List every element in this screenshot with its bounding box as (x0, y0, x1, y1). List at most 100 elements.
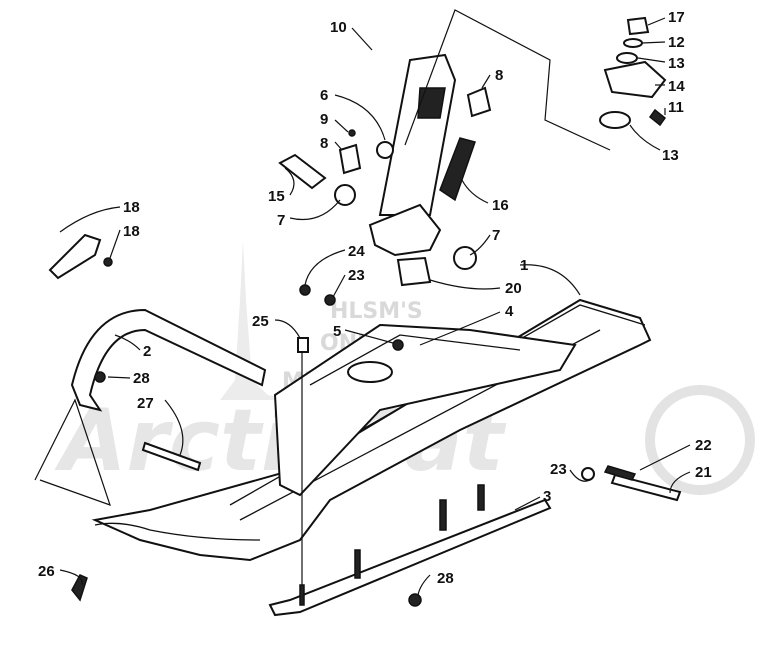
washer-23-right (581, 467, 595, 481)
callout-28a: 28 (133, 370, 150, 387)
callout-7a: 7 (277, 212, 285, 229)
washer-12 (623, 38, 643, 48)
callout-2: 2 (143, 343, 151, 360)
leader-24 (304, 249, 346, 286)
nut-24 (299, 284, 311, 296)
leader-6 (334, 94, 386, 141)
callout-4: 4 (505, 303, 514, 320)
washer-13-top (616, 52, 638, 64)
callout-21: 21 (695, 464, 712, 481)
leader-13-top (637, 57, 666, 63)
leader-1 (519, 264, 581, 296)
wear-bar-stud-1 (299, 584, 305, 606)
ski-loop-handle (70, 308, 267, 412)
callout-20: 20 (505, 280, 522, 297)
leader-3 (514, 496, 541, 511)
leader-16 (461, 179, 489, 204)
bushing-7-right (453, 246, 477, 270)
leader-8-top (481, 74, 491, 89)
leader-21 (669, 471, 691, 494)
nut-18 (103, 257, 113, 267)
callout-5: 5 (333, 323, 341, 340)
callout-11: 11 (668, 99, 684, 116)
bolt-27 (141, 441, 202, 472)
bolt-26 (71, 574, 88, 602)
steering-arm-14 (603, 60, 667, 99)
wear-bar-stud-4 (477, 484, 485, 511)
callout-18b: 18 (123, 223, 140, 240)
ski-tip-curve (94, 522, 261, 541)
callout-12: 12 (668, 34, 685, 51)
leader-2 (114, 334, 141, 351)
callout-10: 10 (330, 19, 347, 36)
leader-15 (284, 167, 295, 196)
leader-18b (109, 229, 121, 259)
callout-22: 22 (695, 437, 712, 454)
leader-22 (639, 444, 691, 471)
leader-10 (351, 27, 373, 51)
callout-26: 26 (38, 563, 55, 580)
spindle-assembly (48, 16, 682, 607)
callouts: 10 17 12 13 14 11 13 8 6 9 8 15 7 16 7 1… (38, 9, 712, 587)
assembly-outline (34, 9, 611, 506)
leader-23-right (569, 469, 591, 482)
leader-28-bottom (417, 574, 431, 596)
callout-16: 16 (492, 197, 509, 214)
callout-17: 17 (668, 9, 685, 26)
callout-25: 25 (252, 313, 269, 330)
leader-26 (59, 569, 83, 586)
bracket-18 (48, 233, 102, 280)
leader-25 (274, 319, 301, 339)
leader-8-left (334, 141, 343, 151)
bolt-21 (610, 473, 682, 502)
watermark-line1: HLSM'S (330, 299, 423, 324)
leader-17 (647, 17, 666, 26)
ski-assembly (70, 298, 652, 617)
callout-27: 27 (137, 395, 154, 412)
wear-bar-stud-3 (439, 499, 447, 531)
callout-13b: 13 (662, 147, 679, 164)
leader-lines (59, 17, 691, 596)
pin-15 (278, 153, 327, 190)
washer-13-bottom (599, 111, 631, 129)
housing-detail (309, 334, 521, 386)
callout-23b: 23 (550, 461, 567, 478)
callout-24: 24 (348, 243, 365, 260)
watermark-wheel-icon (645, 385, 755, 495)
bolt-11 (648, 108, 667, 127)
callout-6: 6 (320, 87, 328, 104)
housing-bolt (392, 339, 404, 351)
bushing-20 (396, 256, 432, 287)
bushing-8-left (338, 143, 362, 175)
callout-3: 3 (543, 488, 551, 505)
callout-15: 15 (268, 188, 285, 205)
wear-bar-stud-2 (354, 549, 361, 579)
leader-12 (641, 41, 666, 44)
spindle-lower (368, 203, 442, 257)
spindle-spring (417, 87, 446, 119)
nut-6 (376, 141, 394, 159)
outline-tip-box (34, 398, 111, 506)
leader-4 (419, 311, 501, 346)
leader-27 (164, 399, 184, 456)
washer-23-top (324, 294, 336, 306)
callout-13a: 13 (668, 55, 685, 72)
callout-18a: 18 (123, 199, 140, 216)
callout-9: 9 (320, 111, 328, 128)
loop-bolt (94, 371, 106, 383)
washer-9 (348, 129, 356, 137)
wear-bar (268, 498, 552, 617)
leader-18a (59, 206, 121, 233)
outline-spindle-box (404, 9, 611, 151)
stud-25 (297, 337, 309, 353)
nut-28-bottom (408, 593, 422, 607)
leader-23-top (332, 274, 346, 298)
cap-17 (626, 16, 650, 36)
callout-23a: 23 (348, 267, 365, 284)
leader-7-right (469, 234, 491, 256)
housing-slot (347, 361, 393, 383)
callout-28b: 28 (437, 570, 454, 587)
callout-8b: 8 (320, 135, 328, 152)
bushing-8-top (466, 86, 492, 118)
